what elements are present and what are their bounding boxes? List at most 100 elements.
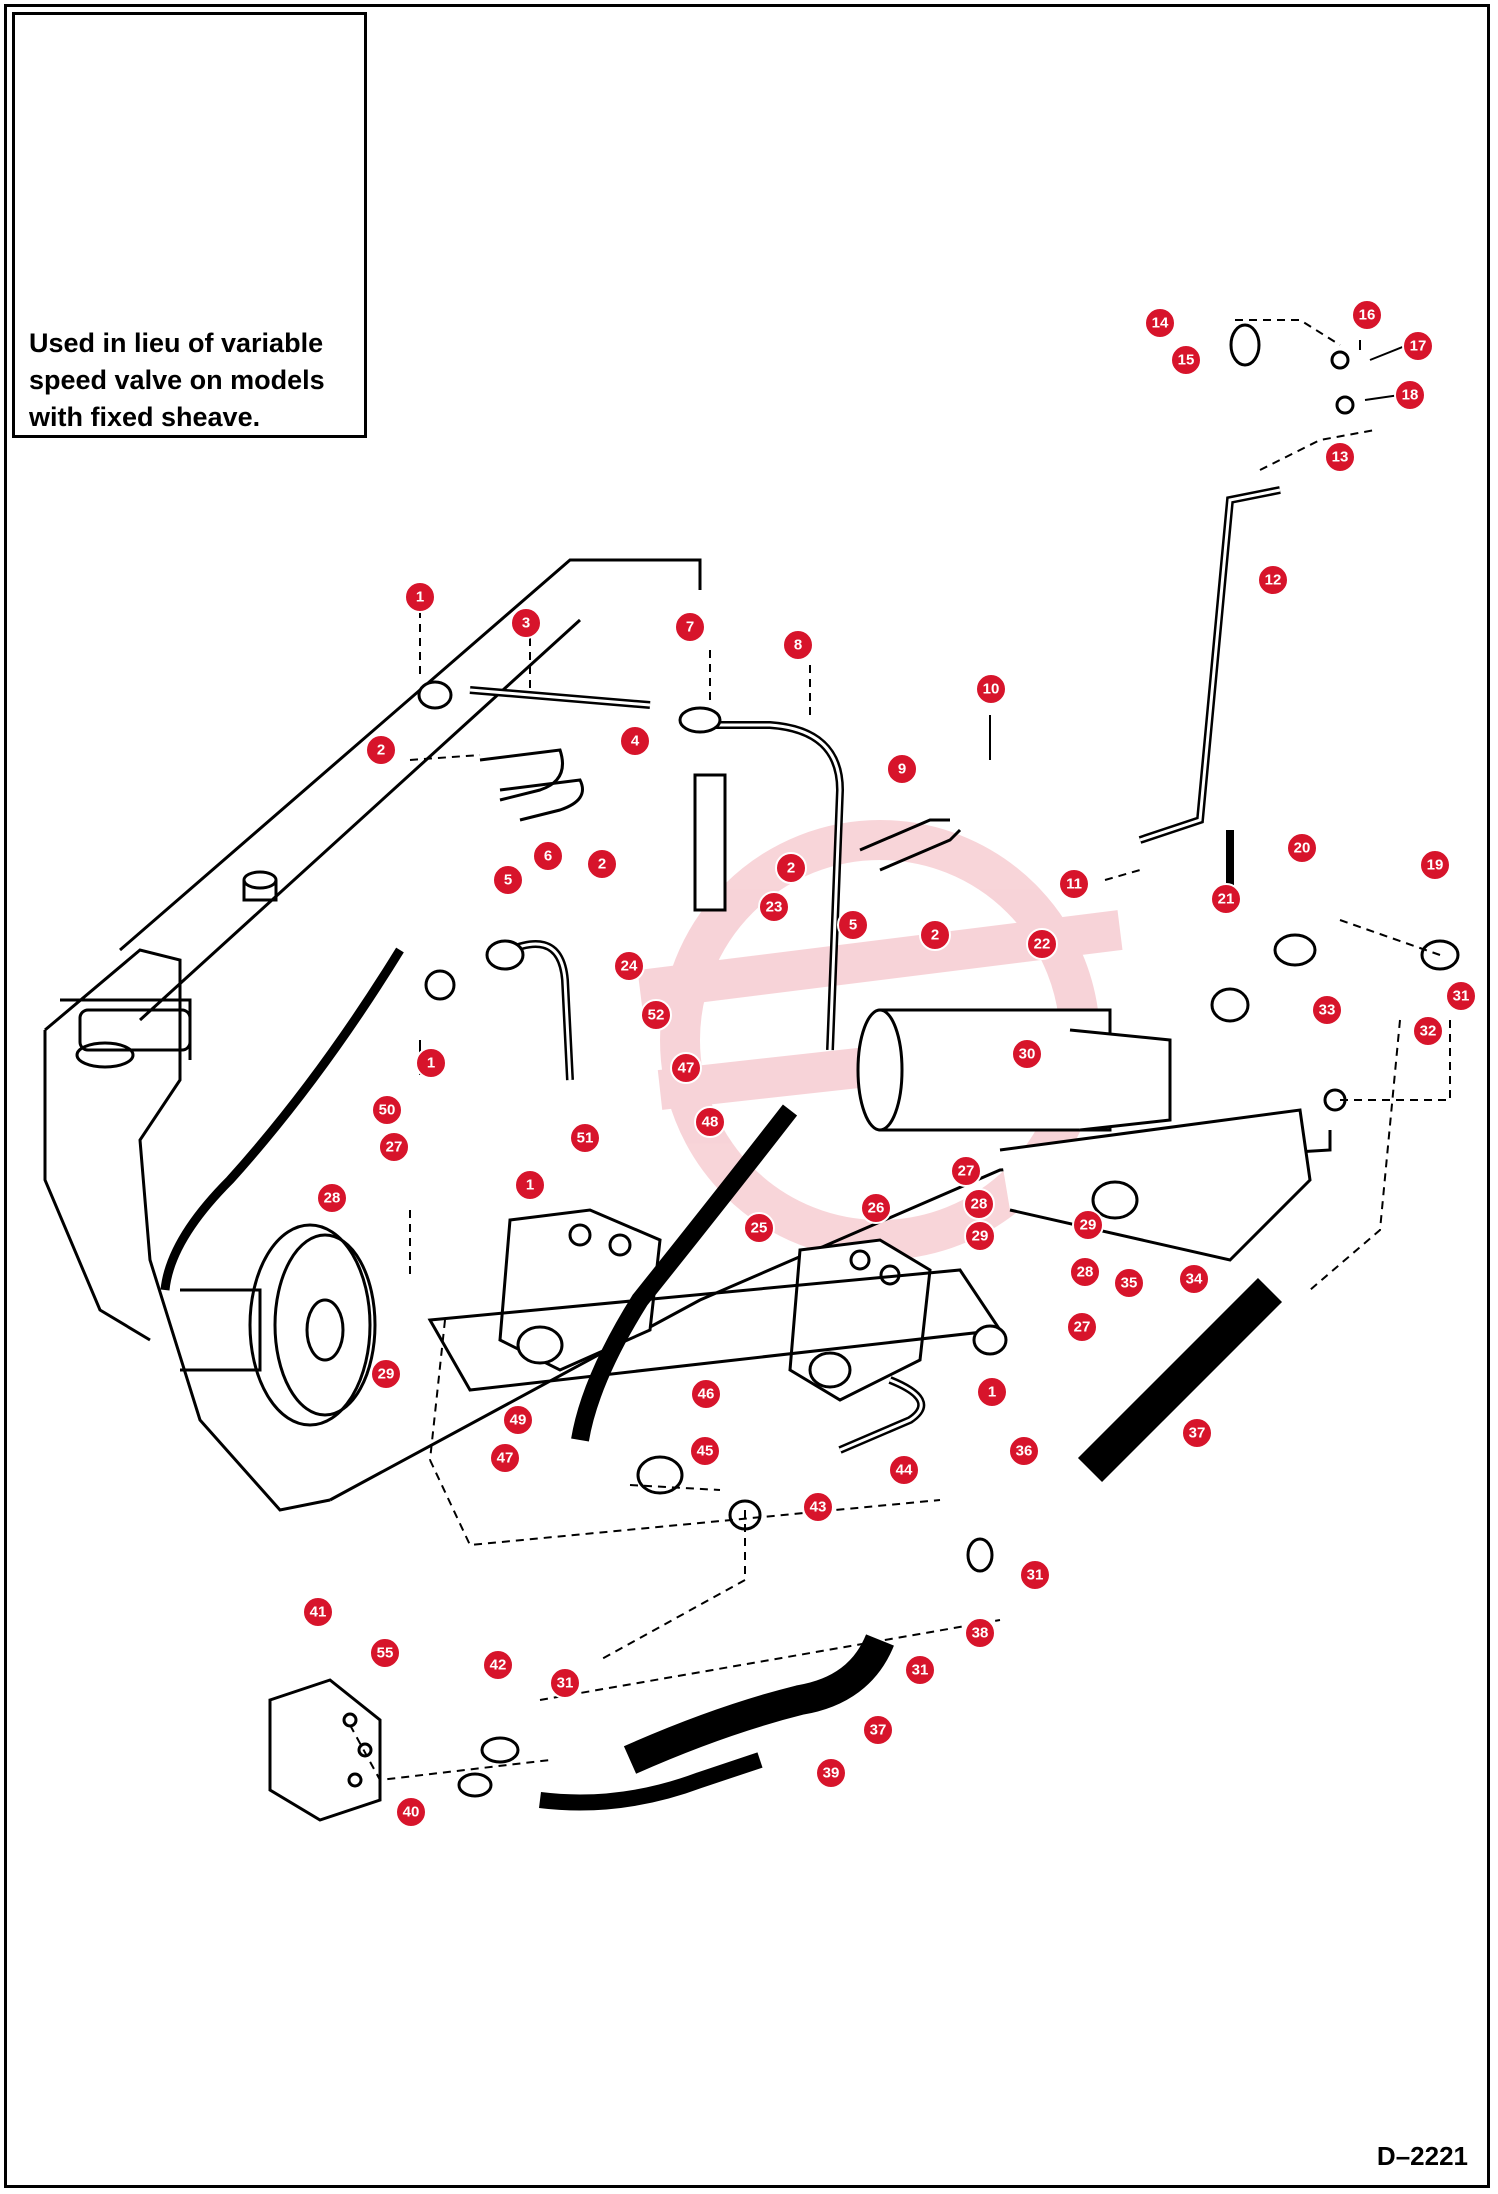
callout-44[interactable]: 44: [888, 1454, 920, 1486]
callout-34[interactable]: 34: [1178, 1263, 1210, 1295]
callout-5-a[interactable]: 5: [492, 864, 524, 896]
callout-50[interactable]: 50: [371, 1094, 403, 1126]
callout-27-b[interactable]: 27: [950, 1155, 982, 1187]
callout-23[interactable]: 23: [758, 891, 790, 923]
callout-47-b[interactable]: 47: [489, 1442, 521, 1474]
callout-37-b[interactable]: 37: [862, 1714, 894, 1746]
callout-42[interactable]: 42: [482, 1649, 514, 1681]
callout-31-c[interactable]: 31: [904, 1654, 936, 1686]
svg-text:11: 11: [1066, 876, 1082, 893]
callout-13[interactable]: 13: [1324, 441, 1356, 473]
callout-14[interactable]: 14: [1144, 307, 1176, 339]
svg-text:12: 12: [1265, 572, 1282, 589]
callout-2-c[interactable]: 2: [775, 852, 807, 884]
callout-38[interactable]: 38: [964, 1617, 996, 1649]
callout-17[interactable]: 17: [1402, 330, 1434, 362]
callout-2-a[interactable]: 2: [365, 734, 397, 766]
svg-text:20: 20: [1294, 840, 1311, 857]
callout-45[interactable]: 45: [689, 1435, 721, 1467]
callout-2-b[interactable]: 2: [586, 848, 618, 880]
svg-text:31: 31: [1027, 1567, 1044, 1584]
callout-11[interactable]: 11: [1058, 868, 1090, 900]
callout-12[interactable]: 12: [1257, 564, 1289, 596]
callout-2-d[interactable]: 2: [919, 919, 951, 951]
callout-15[interactable]: 15: [1170, 344, 1202, 376]
svg-text:21: 21: [1218, 891, 1235, 908]
svg-text:31: 31: [912, 1662, 929, 1679]
callout-35[interactable]: 35: [1113, 1267, 1145, 1299]
callout-31-b[interactable]: 31: [1019, 1559, 1051, 1591]
callout-27-a[interactable]: 27: [378, 1131, 410, 1163]
svg-text:1: 1: [526, 1177, 534, 1194]
svg-text:51: 51: [577, 1130, 594, 1147]
callout-28-c[interactable]: 28: [1069, 1256, 1101, 1288]
callout-1-d[interactable]: 1: [976, 1376, 1008, 1408]
svg-text:36: 36: [1016, 1443, 1033, 1460]
svg-text:19: 19: [1427, 857, 1444, 874]
callout-21[interactable]: 21: [1210, 883, 1242, 915]
callout-41[interactable]: 41: [302, 1596, 334, 1628]
callout-36[interactable]: 36: [1008, 1435, 1040, 1467]
callout-28-a[interactable]: 28: [316, 1182, 348, 1214]
callout-1-b[interactable]: 1: [415, 1047, 447, 1079]
callout-39[interactable]: 39: [815, 1757, 847, 1789]
callout-55[interactable]: 55: [369, 1637, 401, 1669]
callout-1-c[interactable]: 1: [514, 1169, 546, 1201]
callout-24[interactable]: 24: [613, 950, 645, 982]
svg-text:30: 30: [1019, 1046, 1036, 1063]
callout-51[interactable]: 51: [569, 1122, 601, 1154]
small-tubes: [479, 748, 962, 872]
svg-text:34: 34: [1186, 1271, 1203, 1288]
callout-25[interactable]: 25: [743, 1212, 775, 1244]
callout-27-c[interactable]: 27: [1066, 1311, 1098, 1343]
callout-18[interactable]: 18: [1394, 379, 1426, 411]
callout-20[interactable]: 20: [1286, 832, 1318, 864]
callout-26[interactable]: 26: [860, 1192, 892, 1224]
svg-text:39: 39: [823, 1765, 840, 1782]
callout-47-a[interactable]: 47: [670, 1052, 702, 1084]
callout-1-a[interactable]: 1: [404, 581, 436, 613]
callout-6[interactable]: 6: [532, 840, 564, 872]
callout-49[interactable]: 49: [502, 1404, 534, 1436]
callout-32[interactable]: 32: [1412, 1015, 1444, 1047]
svg-text:6: 6: [544, 848, 552, 865]
callout-31-a[interactable]: 31: [1445, 980, 1477, 1012]
callout-29-c[interactable]: 29: [1072, 1209, 1104, 1241]
callout-8[interactable]: 8: [782, 629, 814, 661]
callout-31-d[interactable]: 31: [549, 1667, 581, 1699]
svg-text:2: 2: [787, 860, 795, 877]
svg-text:28: 28: [324, 1190, 341, 1207]
svg-text:49: 49: [510, 1412, 527, 1429]
callout-48[interactable]: 48: [694, 1106, 726, 1138]
callout-29-b[interactable]: 29: [964, 1220, 996, 1252]
svg-text:43: 43: [810, 1499, 827, 1516]
callout-19[interactable]: 19: [1419, 849, 1451, 881]
callout-4[interactable]: 4: [619, 725, 651, 757]
svg-text:27: 27: [958, 1163, 975, 1180]
svg-text:22: 22: [1034, 936, 1051, 953]
callout-9[interactable]: 9: [886, 753, 918, 785]
svg-text:45: 45: [697, 1443, 714, 1460]
callout-43[interactable]: 43: [802, 1491, 834, 1523]
svg-text:5: 5: [504, 872, 512, 889]
callout-29-a[interactable]: 29: [370, 1358, 402, 1390]
svg-text:47: 47: [678, 1060, 695, 1077]
svg-text:5: 5: [849, 917, 857, 934]
callout-3[interactable]: 3: [510, 607, 542, 639]
callout-5-b[interactable]: 5: [837, 909, 869, 941]
callout-22[interactable]: 22: [1026, 928, 1058, 960]
svg-text:37: 37: [870, 1722, 887, 1739]
callout-30[interactable]: 30: [1011, 1038, 1043, 1070]
callout-10[interactable]: 10: [975, 673, 1007, 705]
callout-16[interactable]: 16: [1351, 299, 1383, 331]
svg-text:2: 2: [931, 927, 939, 944]
callout-46[interactable]: 46: [690, 1378, 722, 1410]
callout-52[interactable]: 52: [640, 999, 672, 1031]
svg-text:42: 42: [490, 1657, 507, 1674]
callout-7[interactable]: 7: [674, 611, 706, 643]
svg-text:27: 27: [1074, 1319, 1091, 1336]
callout-40[interactable]: 40: [395, 1796, 427, 1828]
callout-37-a[interactable]: 37: [1181, 1417, 1213, 1449]
callout-28-b[interactable]: 28: [963, 1188, 995, 1220]
callout-33[interactable]: 33: [1311, 994, 1343, 1026]
